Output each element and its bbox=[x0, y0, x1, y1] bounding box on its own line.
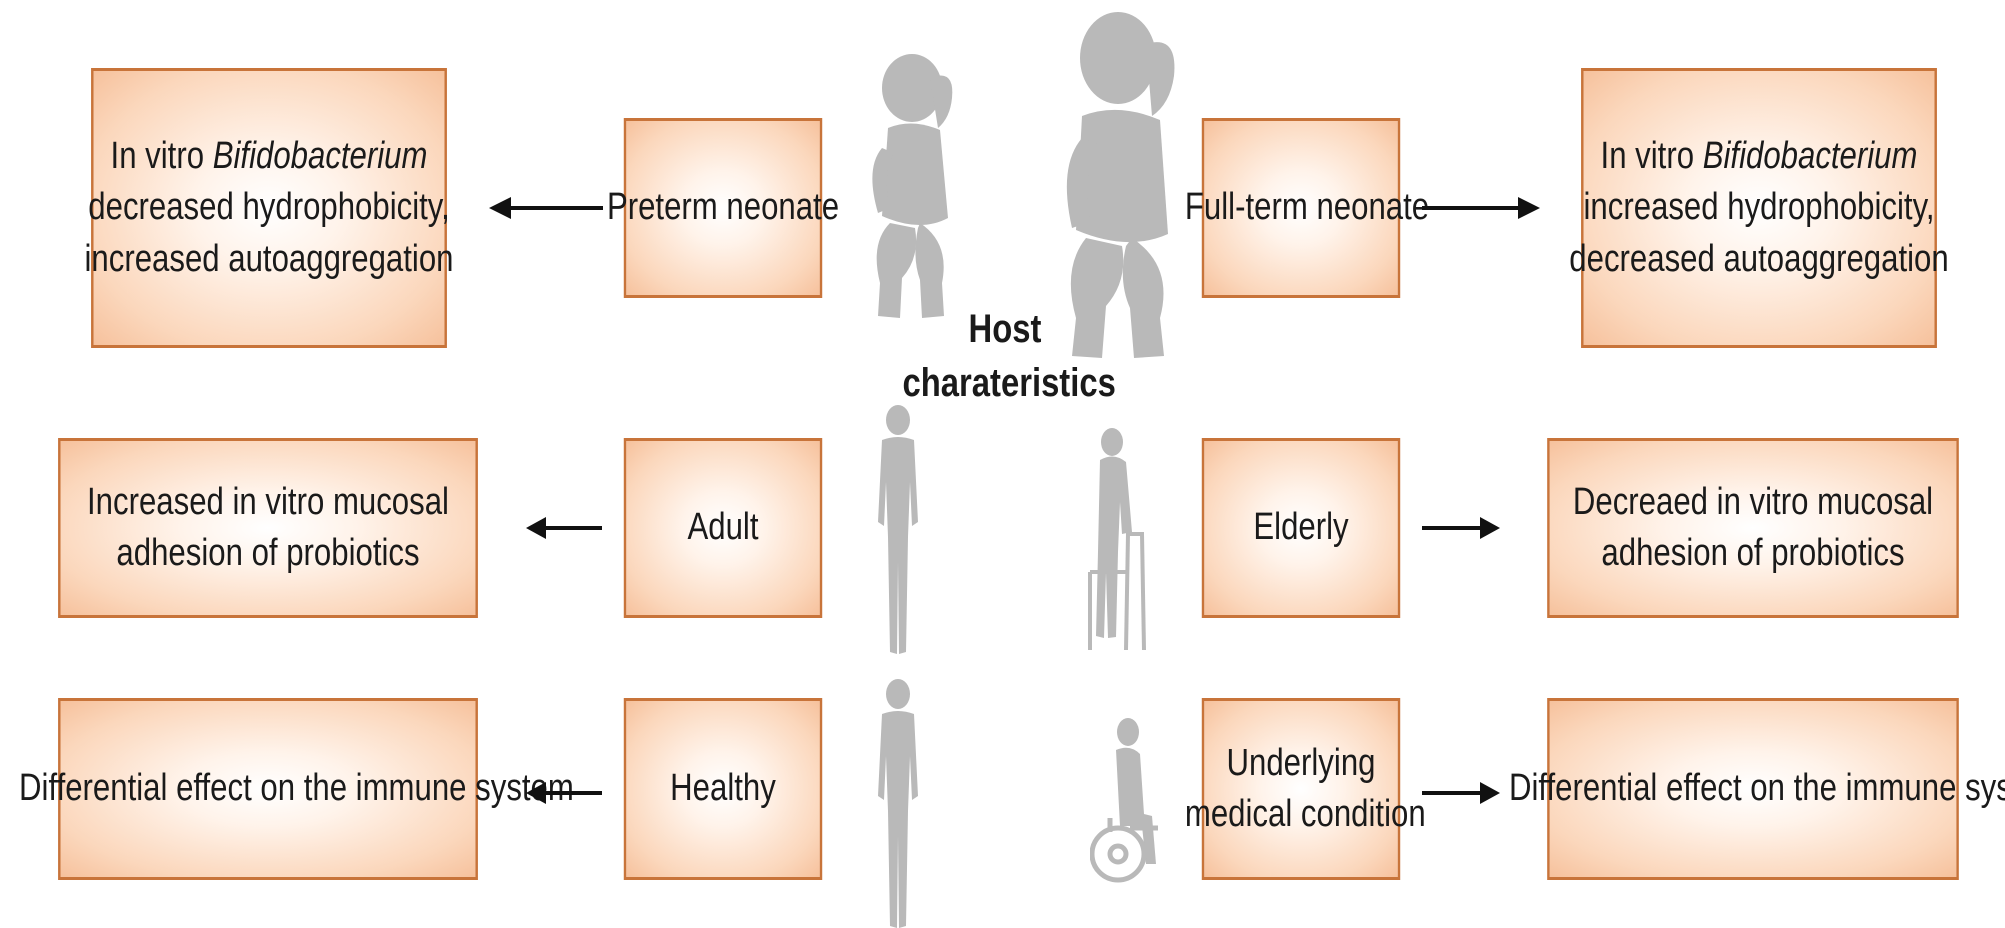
fullterm-neonate-label: Full-term neonate bbox=[1184, 186, 1430, 229]
fullterm-outcome-line1: In vitro Bifidobacterium bbox=[1600, 135, 1918, 178]
healthy-label: Healthy bbox=[670, 767, 776, 810]
arrow-elderly bbox=[1422, 517, 1500, 539]
arrow-preterm bbox=[489, 197, 603, 219]
healthy-outcome-line1: Differential effect on the immune system bbox=[19, 767, 574, 810]
fullterm-outcome-line3: decreased autoaggregation bbox=[1569, 237, 1949, 280]
elderly-label: Elderly bbox=[1253, 506, 1349, 549]
preterm-outcome-box: In vitro Bifidobacterium decreased hydro… bbox=[85, 68, 454, 348]
healthy-outcome-box: Differential effect on the immune system bbox=[19, 698, 574, 880]
preterm-outcome-line3: increased autoaggregation bbox=[84, 237, 454, 280]
preterm-outcome-line1: In vitro Bifidobacterium bbox=[110, 135, 428, 178]
center-title-line1: Host bbox=[968, 307, 1042, 351]
center-title: Host charateristics bbox=[902, 302, 1116, 410]
toddler-silhouette-icon bbox=[1066, 12, 1175, 358]
adult-outcome-box: Increased in vitro mucosal adhesion of p… bbox=[58, 438, 478, 618]
adult-silhouette-icon bbox=[878, 405, 918, 654]
medical-outcome-line1: Differential effect on the immune system bbox=[1508, 767, 2005, 810]
preterm-outcome-line2: decreased hydrophobicity, bbox=[88, 186, 450, 229]
medical-condition-line1: Underlying bbox=[1226, 741, 1376, 784]
fullterm-neonate-box: Full-term neonate bbox=[1185, 118, 1429, 298]
elderly-outcome-box: Decreaed in vitro mucosal adhesion of pr… bbox=[1547, 438, 1959, 618]
preterm-neonate-label: Preterm neonate bbox=[606, 186, 840, 229]
adult-label: Adult bbox=[687, 506, 759, 549]
arrow-healthy bbox=[526, 782, 602, 804]
arrow-fullterm bbox=[1422, 197, 1540, 219]
arrow-medical bbox=[1422, 782, 1500, 804]
fullterm-outcome-line2: increased hydrophobicity, bbox=[1583, 186, 1935, 229]
medical-condition-box: Underlying medical condition bbox=[1185, 698, 1426, 880]
healthy-box: Healthy bbox=[623, 698, 823, 880]
wheelchair-user-silhouette-icon bbox=[1090, 718, 1158, 883]
arrow-adult bbox=[526, 517, 602, 539]
elderly-outcome-line1: Decreaed in vitro mucosal bbox=[1572, 480, 1934, 523]
preterm-neonate-box: Preterm neonate bbox=[607, 118, 839, 298]
infant-silhouette-icon bbox=[872, 54, 953, 318]
fullterm-outcome-box: In vitro Bifidobacterium increased hydro… bbox=[1569, 68, 1949, 348]
healthy-person-silhouette-icon bbox=[878, 679, 918, 928]
medical-outcome-box: Differential effect on the immune system bbox=[1509, 698, 2005, 880]
adult-outcome-line1: Increased in vitro mucosal bbox=[87, 480, 449, 523]
adult-box: Adult bbox=[623, 438, 823, 618]
adult-outcome-line2: adhesion of probiotics bbox=[116, 532, 420, 574]
center-title-line2: charateristics bbox=[902, 361, 1116, 405]
medical-condition-line2: medical condition bbox=[1184, 793, 1426, 835]
elderly-box: Elderly bbox=[1201, 438, 1401, 618]
elderly-walker-silhouette-icon bbox=[1088, 428, 1146, 651]
elderly-outcome-line2: adhesion of probiotics bbox=[1601, 532, 1905, 574]
